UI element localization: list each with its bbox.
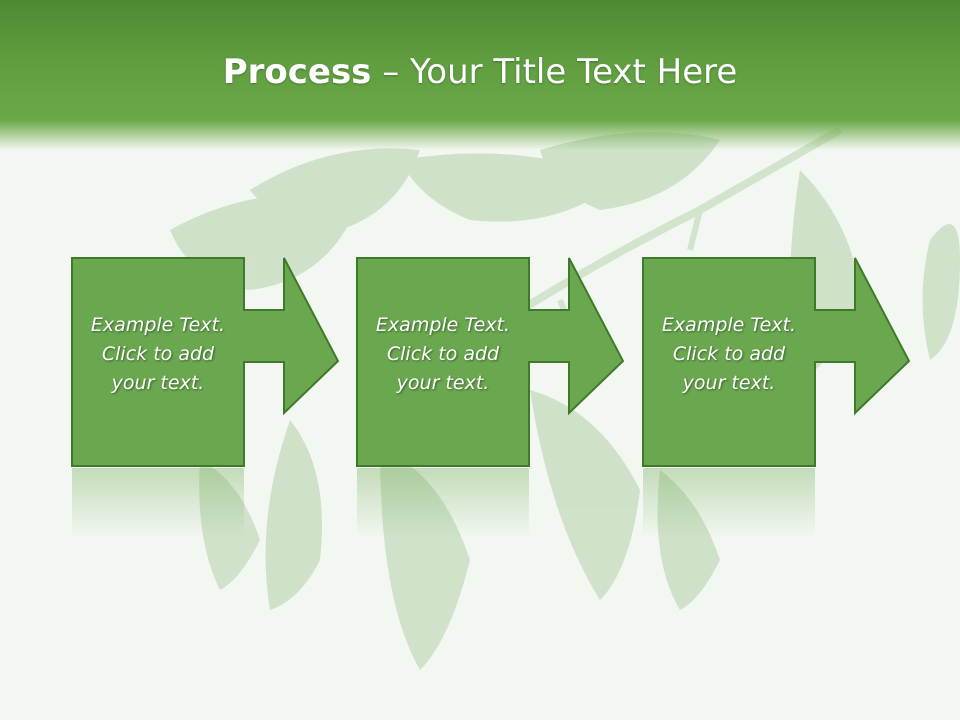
step-3-line-1: Example Text. (661, 314, 797, 336)
step-2-line-2: Click to add (386, 343, 500, 365)
step-3-line-3: your text. (682, 372, 776, 394)
step-2-line-3: your text. (396, 372, 490, 394)
title-strong: Process (222, 52, 372, 92)
step-1-line-1: Example Text. (90, 314, 226, 336)
process-step-1[interactable] (71, 257, 340, 538)
step-1-line-2: Click to add (101, 343, 215, 365)
step-2-text[interactable]: Example Text. Click to add your text. (357, 311, 529, 398)
slide-title[interactable]: Process – Your Title Text Here (0, 52, 960, 92)
step-3-reflection (643, 468, 815, 538)
step-3-line-2: Click to add (672, 343, 786, 365)
step-1-box-arrow (71, 257, 340, 467)
step-1-reflection (72, 468, 244, 538)
step-3-text[interactable]: Example Text. Click to add your text. (643, 311, 815, 398)
step-2-reflection (357, 468, 529, 538)
step-2-box-arrow (356, 257, 625, 467)
step-1-text[interactable]: Example Text. Click to add your text. (72, 311, 244, 398)
process-step-2[interactable] (356, 257, 625, 538)
process-step-3[interactable] (642, 257, 911, 538)
step-2-line-1: Example Text. (375, 314, 511, 336)
step-3-box-arrow (642, 257, 911, 467)
step-1-line-3: your text. (111, 372, 205, 394)
title-bar (0, 0, 960, 150)
title-rest: – Your Title Text Here (371, 52, 738, 92)
